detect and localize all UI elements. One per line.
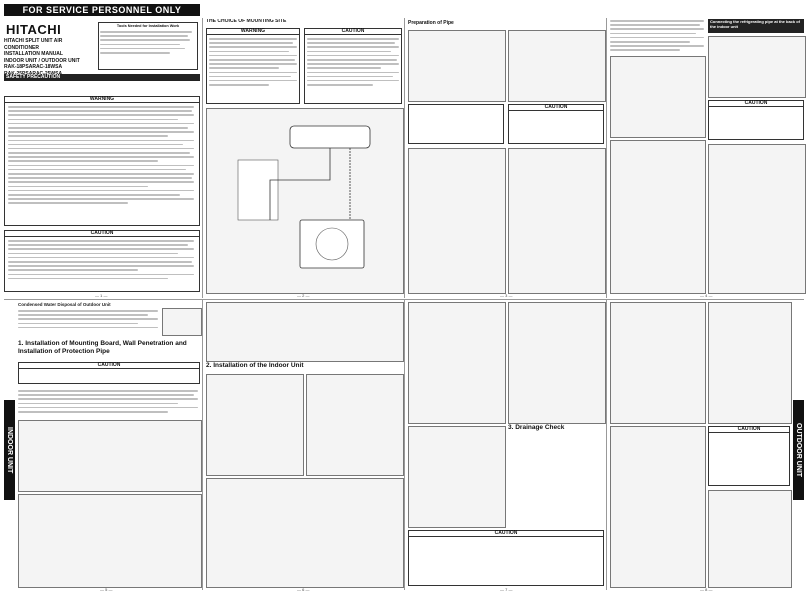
page-number: — 8 — bbox=[700, 587, 713, 592]
site-caution-text bbox=[307, 38, 399, 88]
pipe-figure-4 bbox=[508, 148, 606, 294]
page-number: — 1 — bbox=[95, 293, 108, 298]
page-number: — 4 — bbox=[700, 293, 713, 298]
column-divider bbox=[606, 18, 607, 298]
brand-logo: HITACHI bbox=[6, 22, 62, 37]
cond-water-title: Condensed Water Disposal of Outdoor Unit bbox=[18, 302, 111, 307]
drain-caution-box: CAUTION bbox=[408, 530, 604, 586]
mounting-site-title: THE CHOICE OF MOUNTING SITE bbox=[206, 19, 287, 24]
pipe-caution-box: CAUTION bbox=[508, 104, 604, 144]
row-divider bbox=[4, 299, 804, 300]
indoor-unit-sketch bbox=[237, 125, 371, 269]
pipe-figure-3 bbox=[408, 148, 506, 294]
caution-box: CAUTION bbox=[4, 230, 200, 292]
step1-title: 1. Installation of Mounting Board, Wall … bbox=[18, 340, 187, 355]
column-divider bbox=[606, 300, 607, 590]
connect-caution-title: CAUTION bbox=[709, 101, 803, 107]
column-divider bbox=[404, 18, 405, 298]
step3-title: 3. Drainage Check bbox=[508, 424, 565, 431]
prep-pipe-title: Preparation of Pipe bbox=[408, 20, 454, 26]
connect-pipe-title: Connecting the refrigerating pipe at the… bbox=[708, 19, 804, 33]
board-figure-2 bbox=[18, 494, 202, 588]
connect-figure bbox=[610, 56, 706, 138]
wall-penetration-figure bbox=[206, 302, 404, 362]
mounting-board-figure bbox=[18, 420, 202, 492]
connect-figure-3 bbox=[610, 140, 706, 294]
title-line: RAK-18PSARAC-18WSA bbox=[4, 64, 63, 70]
pipe-connect-figure bbox=[408, 302, 506, 424]
note-box bbox=[408, 104, 504, 144]
site-warning-title: WARNING bbox=[207, 29, 299, 35]
column-divider bbox=[202, 300, 203, 590]
page-number: — 5 — bbox=[100, 587, 113, 592]
pipe-figure-1 bbox=[408, 30, 506, 102]
connect-caution-box: CAUTION bbox=[708, 100, 804, 140]
indoor-remove-figure bbox=[508, 302, 606, 424]
indoor-figure-3 bbox=[206, 478, 404, 588]
connect-text bbox=[610, 20, 704, 54]
tools-box: Tools Needed for Installation Work bbox=[98, 22, 198, 70]
safety-header: SAFETY PRECAUTION bbox=[4, 74, 200, 81]
drain-figure bbox=[162, 308, 202, 336]
tools-title: Tools Needed for Installation Work bbox=[116, 24, 180, 28]
connect-figure-4 bbox=[708, 144, 806, 294]
outdoor-figure-1 bbox=[610, 302, 706, 424]
indoor-figure-1 bbox=[206, 374, 304, 476]
page-number: — 7 — bbox=[500, 587, 513, 592]
drain-caution-title: CAUTION bbox=[409, 531, 603, 537]
title-line: INDOOR UNIT / OUTDOOR UNIT bbox=[4, 57, 80, 64]
site-caution-box: CAUTION bbox=[304, 28, 402, 104]
warning-title: WARNING bbox=[5, 97, 199, 103]
pipe-caution-title: CAUTION bbox=[509, 105, 603, 111]
column-divider bbox=[404, 300, 405, 590]
site-text bbox=[209, 38, 297, 88]
manual-title: HITACHI SPLIT UNIT AIR CONDITIONER INSTA… bbox=[4, 38, 94, 83]
page-number: — 6 — bbox=[297, 587, 310, 592]
outdoor-caution-box: CAUTION bbox=[708, 426, 790, 486]
step1-caution-box: CAUTION bbox=[18, 362, 200, 384]
outdoor-figure-3 bbox=[610, 426, 706, 588]
page-number: — 3 — bbox=[500, 293, 513, 298]
column-divider bbox=[202, 18, 203, 298]
warning-box: WARNING bbox=[4, 96, 200, 226]
title-line: RAK-25PSARAC-25WSA bbox=[4, 71, 94, 78]
site-caution-title: CAUTION bbox=[305, 29, 401, 35]
warning-text bbox=[8, 106, 196, 207]
indoor-figure-2 bbox=[306, 374, 404, 476]
drain-check-figure bbox=[408, 426, 506, 528]
indoor-unit-tab: INDOOR UNIT bbox=[4, 400, 15, 500]
outdoor-figure-2 bbox=[708, 302, 792, 424]
step1-text bbox=[18, 390, 198, 415]
outdoor-caution-title: CAUTION bbox=[709, 427, 789, 433]
cond-water-text bbox=[18, 310, 158, 331]
caution-title: CAUTION bbox=[5, 231, 199, 237]
service-banner: FOR SERVICE PERSONNEL ONLY bbox=[4, 4, 200, 16]
page-number: — 2 — bbox=[297, 293, 310, 298]
outdoor-unit-tab: OUTDOOR UNIT bbox=[793, 400, 804, 500]
pipe-figure-2 bbox=[508, 30, 606, 102]
title-line: HITACHI SPLIT UNIT AIR CONDITIONER bbox=[4, 38, 63, 51]
step1-caution-title: CAUTION bbox=[19, 363, 199, 369]
connect-figure-2 bbox=[708, 36, 806, 98]
site-warning-box: WARNING bbox=[206, 28, 300, 104]
outdoor-figure-4 bbox=[708, 490, 792, 588]
step2-title: 2. Installation of the Indoor Unit bbox=[206, 362, 304, 369]
title-line: INSTALLATION MANUAL bbox=[4, 51, 63, 57]
caution-text bbox=[8, 240, 196, 282]
